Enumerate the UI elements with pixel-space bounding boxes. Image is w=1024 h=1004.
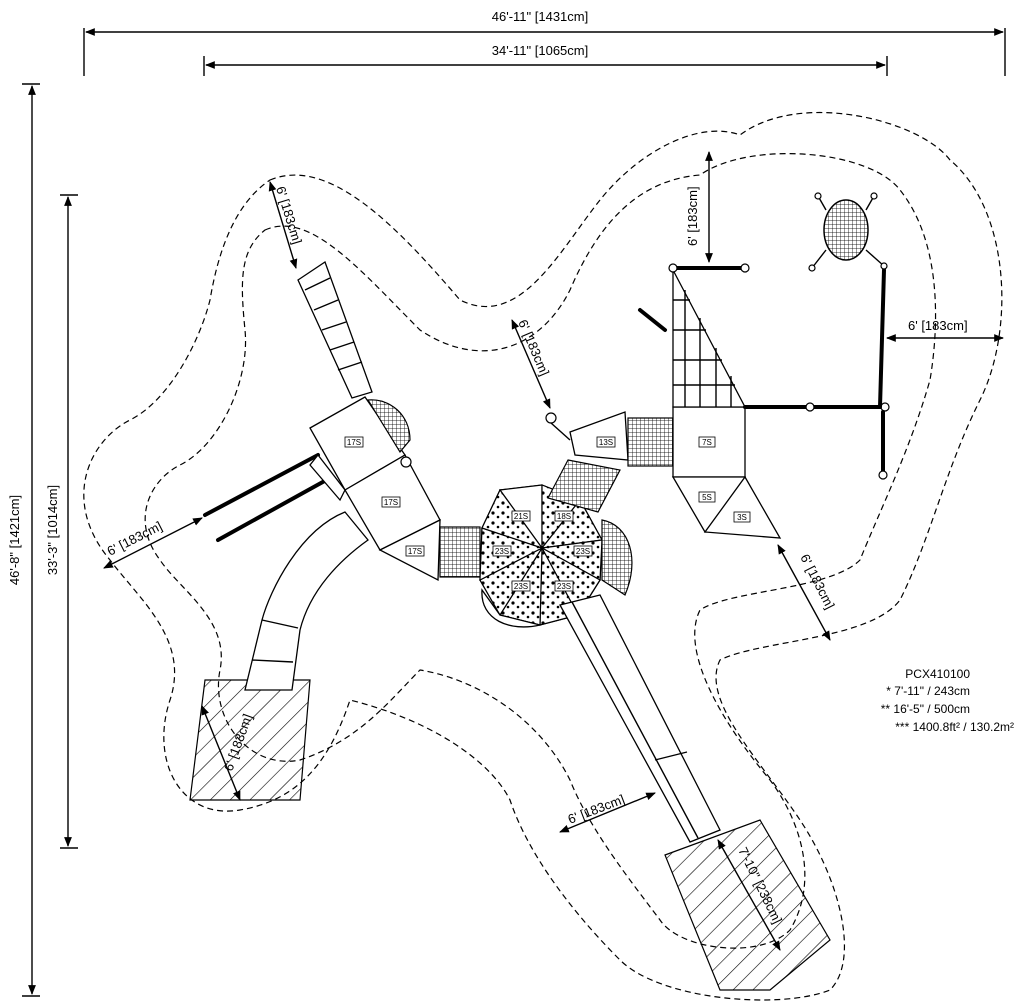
- overall-height-dimension: 46'-8" [1421cm]: [6, 83, 40, 997]
- outer-use-zone: [83, 111, 1003, 1001]
- clearance-nw: 6' [183cm]: [268, 181, 305, 269]
- left-ladder: [297, 260, 373, 399]
- clearance-bottom: 6' [183cm]: [559, 791, 656, 833]
- inner-height-label: 33'-3" [1014cm]: [45, 485, 60, 575]
- inner-height-dimension: 33'-3" [1014cm]: [44, 194, 78, 849]
- left-slide-exit-zone: [189, 679, 311, 801]
- clearance-center: 6' [183cm]: [511, 317, 552, 409]
- center-stairs: [545, 411, 629, 513]
- deck-label-8: 23S: [514, 582, 528, 591]
- spec-line-1: * 7'-11" / 243cm: [886, 684, 970, 698]
- right-tower: [671, 406, 782, 539]
- deck-label-13: 3S: [737, 513, 747, 522]
- model-number: PCX410100: [905, 667, 970, 681]
- deck-label-12: 5S: [702, 493, 712, 502]
- overhead-bars: [743, 268, 890, 480]
- clearance-east-label: 6' [183cm]: [908, 318, 968, 333]
- clearance-ne-top-label: 6' [183cm]: [685, 186, 700, 246]
- spec-line-3: *** 1400.8ft² / 130.2m²: [895, 720, 1014, 734]
- deck-label-11: 7S: [702, 438, 712, 447]
- spec-block: PCX410100 * 7'-11" / 243cm ** 16'-5" / 5…: [881, 667, 1014, 734]
- hammock-swing: [808, 192, 888, 272]
- overall-width-label: 46'-11" [1431cm]: [492, 9, 588, 24]
- right-bridge: [627, 417, 674, 467]
- spec-line-2: ** 16'-5" / 500cm: [881, 702, 970, 716]
- clearance-ne-top: 6' [183cm]: [685, 151, 713, 263]
- deck-label-7: 23S: [576, 547, 590, 556]
- clearance-se: 6' [183cm]: [777, 544, 838, 641]
- deck-label-9: 23S: [557, 582, 571, 591]
- deck-labels: 17S 17S 17S 21S 18S 23S 23S 23S 23S 13S …: [344, 436, 751, 592]
- left-curved-slide: [244, 511, 369, 691]
- left-bridge: [439, 526, 481, 578]
- clearance-east: 6' [183cm]: [886, 318, 1004, 342]
- deck-label-4: 21S: [514, 512, 528, 521]
- clearance-nw-label: 6' [183cm]: [273, 184, 305, 245]
- deck-label-3: 17S: [408, 547, 422, 556]
- center-long-slide: [559, 594, 721, 843]
- overall-height-label: 46'-8" [1421cm]: [7, 495, 22, 585]
- inner-width-label: 34'-11" [1065cm]: [492, 43, 588, 58]
- deck-label-2: 17S: [384, 498, 398, 507]
- cargo-net: [638, 263, 750, 408]
- inner-width-dimension: 34'-11" [1065cm]: [203, 43, 888, 76]
- clearance-se-label: 6' [183cm]: [797, 552, 837, 612]
- deck-label-1: 17S: [347, 438, 361, 447]
- overall-width-dimension: 46'-11" [1431cm]: [83, 8, 1006, 76]
- deck-label-5: 18S: [557, 512, 571, 521]
- deck-label-6: 23S: [495, 547, 509, 556]
- inner-use-zone: [144, 153, 937, 949]
- deck-label-10: 13S: [599, 438, 613, 447]
- clearance-west: 6' [183cm]: [103, 517, 203, 569]
